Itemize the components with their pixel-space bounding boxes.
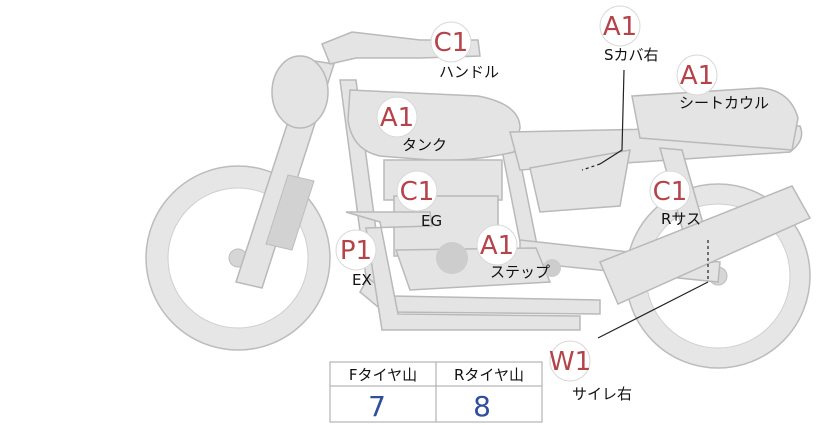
part-badge-step: A1 ステップ: [476, 224, 550, 281]
label-handle: ハンドル: [439, 63, 499, 81]
part-badge-side-cover-right: A1 Sカバ右: [599, 5, 659, 64]
leader-lines: [581, 69, 709, 339]
grade-rear-suspension: C1: [653, 177, 688, 207]
muffler: [599, 185, 812, 305]
grade-tank: A1: [380, 103, 414, 133]
part-badge-engine: C1 EG: [396, 170, 442, 230]
tread-value-front: 7: [368, 390, 386, 423]
tread-table: Fタイヤ山 Rタイヤ山 7 8: [329, 361, 543, 423]
label-engine: EG: [421, 212, 442, 230]
label-seat-cowl: シートカウル: [679, 94, 769, 112]
exhaust-pipe: [345, 211, 581, 331]
part-badge-seat-cowl: A1 シートカウル: [676, 54, 769, 112]
part-badge-tank: A1 タンク: [376, 96, 447, 154]
grade-side-cover-right: A1: [603, 12, 637, 42]
label-tank: タンク: [402, 136, 447, 154]
label-side-cover-right: Sカバ右: [604, 46, 659, 64]
grade-handle: C1: [434, 28, 469, 58]
label-exhaust: EX: [352, 271, 372, 289]
tail-cowl: [631, 87, 799, 151]
label-step: ステップ: [490, 263, 550, 281]
grade-engine: C1: [400, 177, 435, 207]
grade-step: A1: [480, 231, 514, 261]
label-rear-suspension: Rサス: [661, 210, 701, 228]
grade-seat-cowl: A1: [680, 61, 714, 91]
tread-header-rear: Rタイヤ山: [454, 366, 524, 384]
label-silencer-right: サイレ右: [572, 385, 632, 403]
part-badge-exhaust: P1 EX: [335, 229, 377, 289]
part-badge-silencer-right: W1 サイレ右: [549, 340, 632, 403]
tread-header-front: Fタイヤ山: [349, 366, 417, 384]
motorcycle-illustration: [145, 31, 812, 369]
part-badge-rear-suspension: C1 Rサス: [649, 170, 701, 228]
headlight: [271, 55, 329, 129]
side-cover: [529, 149, 631, 213]
front-fork-boot: [265, 174, 315, 251]
tread-value-rear: 8: [473, 390, 491, 423]
part-badge-handle: C1 ハンドル: [430, 21, 499, 81]
grade-exhaust: P1: [340, 236, 372, 266]
grade-silencer-right: W1: [549, 347, 591, 377]
